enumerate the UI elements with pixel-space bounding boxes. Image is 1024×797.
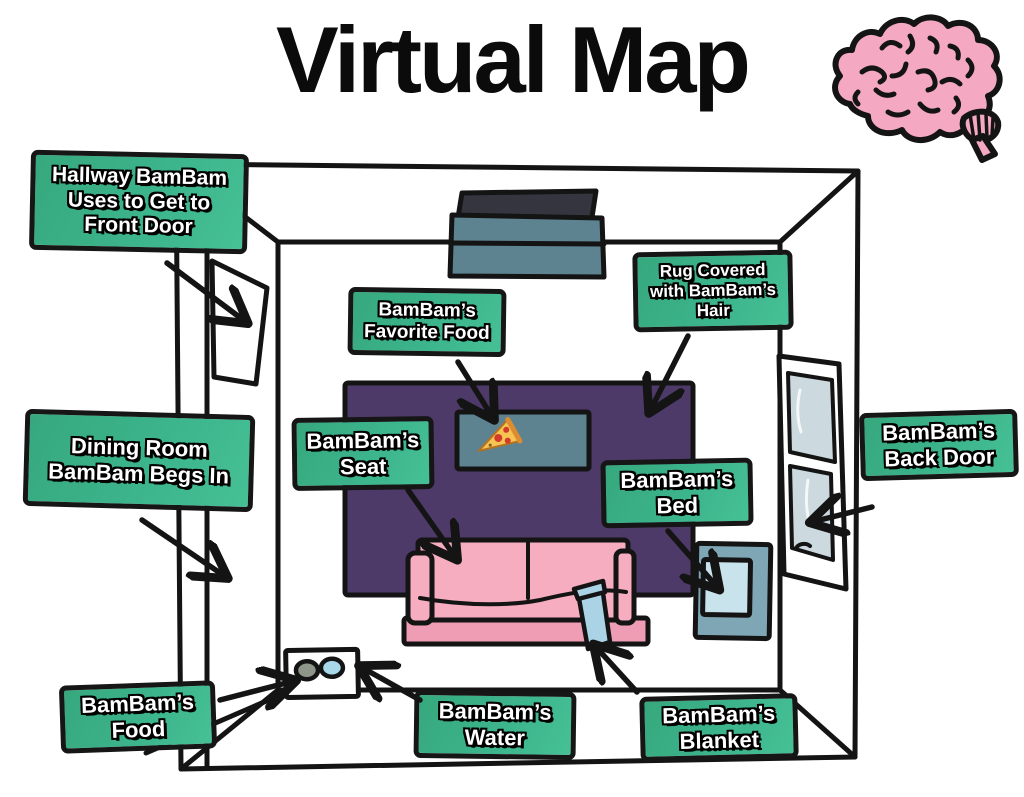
- label-seat: BamBam’s Seat: [291, 416, 435, 491]
- label-back-door: BamBam’s Back Door: [859, 408, 1019, 482]
- water-bowl: [318, 656, 346, 680]
- back-door-panel-top: [786, 371, 837, 464]
- food-bowl: [293, 658, 321, 682]
- label-blanket: BamBam’s Blanket: [639, 693, 799, 762]
- label-favorite-food: BamBam’s Favorite Food: [347, 286, 507, 358]
- food-tray: [454, 409, 592, 472]
- couch: [401, 537, 651, 652]
- hallway-door: [209, 258, 270, 387]
- page-title: Virtual Map: [276, 7, 751, 112]
- couch-arm-right: [613, 548, 637, 626]
- label-water: BamBam’s Water: [413, 689, 577, 761]
- label-bed: BamBam’s Bed: [600, 457, 754, 529]
- corner-line-topright: [777, 168, 861, 245]
- bed-cushion: [700, 557, 754, 618]
- back-door: [776, 353, 849, 592]
- couch-arm-left: [405, 550, 435, 626]
- label-rug: Rug Covered with BamBam’s Hair: [632, 249, 794, 333]
- label-hallway: Hallway BamBam Uses to Get to Front Door: [28, 149, 250, 255]
- label-food: BamBam’s Food: [58, 680, 218, 754]
- bowls-station: [283, 646, 361, 701]
- door-handle: [794, 541, 812, 551]
- tv-console-shelf-line: [447, 240, 607, 247]
- brain-icon: [832, 14, 1003, 163]
- pizza-icon: [477, 416, 523, 452]
- label-dining-room: Dining Room BamBam Begs In: [22, 408, 256, 513]
- bed: [692, 540, 774, 642]
- blanket: [571, 578, 613, 652]
